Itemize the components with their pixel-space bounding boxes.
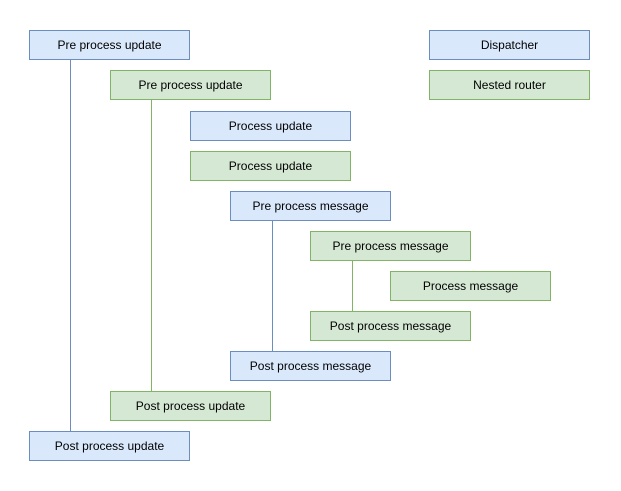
node-label: Post process message	[329, 319, 452, 333]
node-pre-process-update-dispatcher[interactable]: Pre process update	[29, 30, 190, 60]
node-pre-process-message-router[interactable]: Pre process message	[310, 231, 471, 261]
node-label: Pre process update	[138, 78, 243, 92]
node-label: Dispatcher	[480, 38, 539, 52]
connector-edge-dispatcher-update	[70, 60, 71, 431]
node-post-process-update-dispatcher[interactable]: Post process update	[29, 431, 190, 461]
node-legend-nested-router[interactable]: Nested router	[429, 70, 590, 100]
node-post-process-update-router[interactable]: Post process update	[110, 391, 271, 421]
node-process-update-dispatcher[interactable]: Process update	[190, 111, 351, 141]
node-pre-process-message-dispatcher[interactable]: Pre process message	[230, 191, 391, 221]
connector-edge-dispatcher-message	[272, 221, 273, 351]
node-process-update-router[interactable]: Process update	[190, 151, 351, 181]
node-label: Pre process message	[252, 199, 369, 213]
node-label: Post process message	[249, 359, 372, 373]
node-label: Pre process update	[57, 38, 162, 52]
node-label: Process update	[228, 159, 313, 173]
node-label: Post process update	[54, 439, 165, 453]
node-post-process-message-router[interactable]: Post process message	[310, 311, 471, 341]
node-pre-process-update-router[interactable]: Pre process update	[110, 70, 271, 100]
node-legend-dispatcher[interactable]: Dispatcher	[429, 30, 590, 60]
node-label: Process message	[422, 279, 519, 293]
node-label: Pre process message	[332, 239, 449, 253]
node-label: Post process update	[135, 399, 246, 413]
connector-edge-router-update	[151, 100, 152, 391]
node-process-message-router[interactable]: Process message	[390, 271, 551, 301]
node-post-process-message-dispatcher[interactable]: Post process message	[230, 351, 391, 381]
connector-edge-router-message	[352, 261, 353, 311]
node-label: Process update	[228, 119, 313, 133]
node-label: Nested router	[473, 78, 546, 92]
